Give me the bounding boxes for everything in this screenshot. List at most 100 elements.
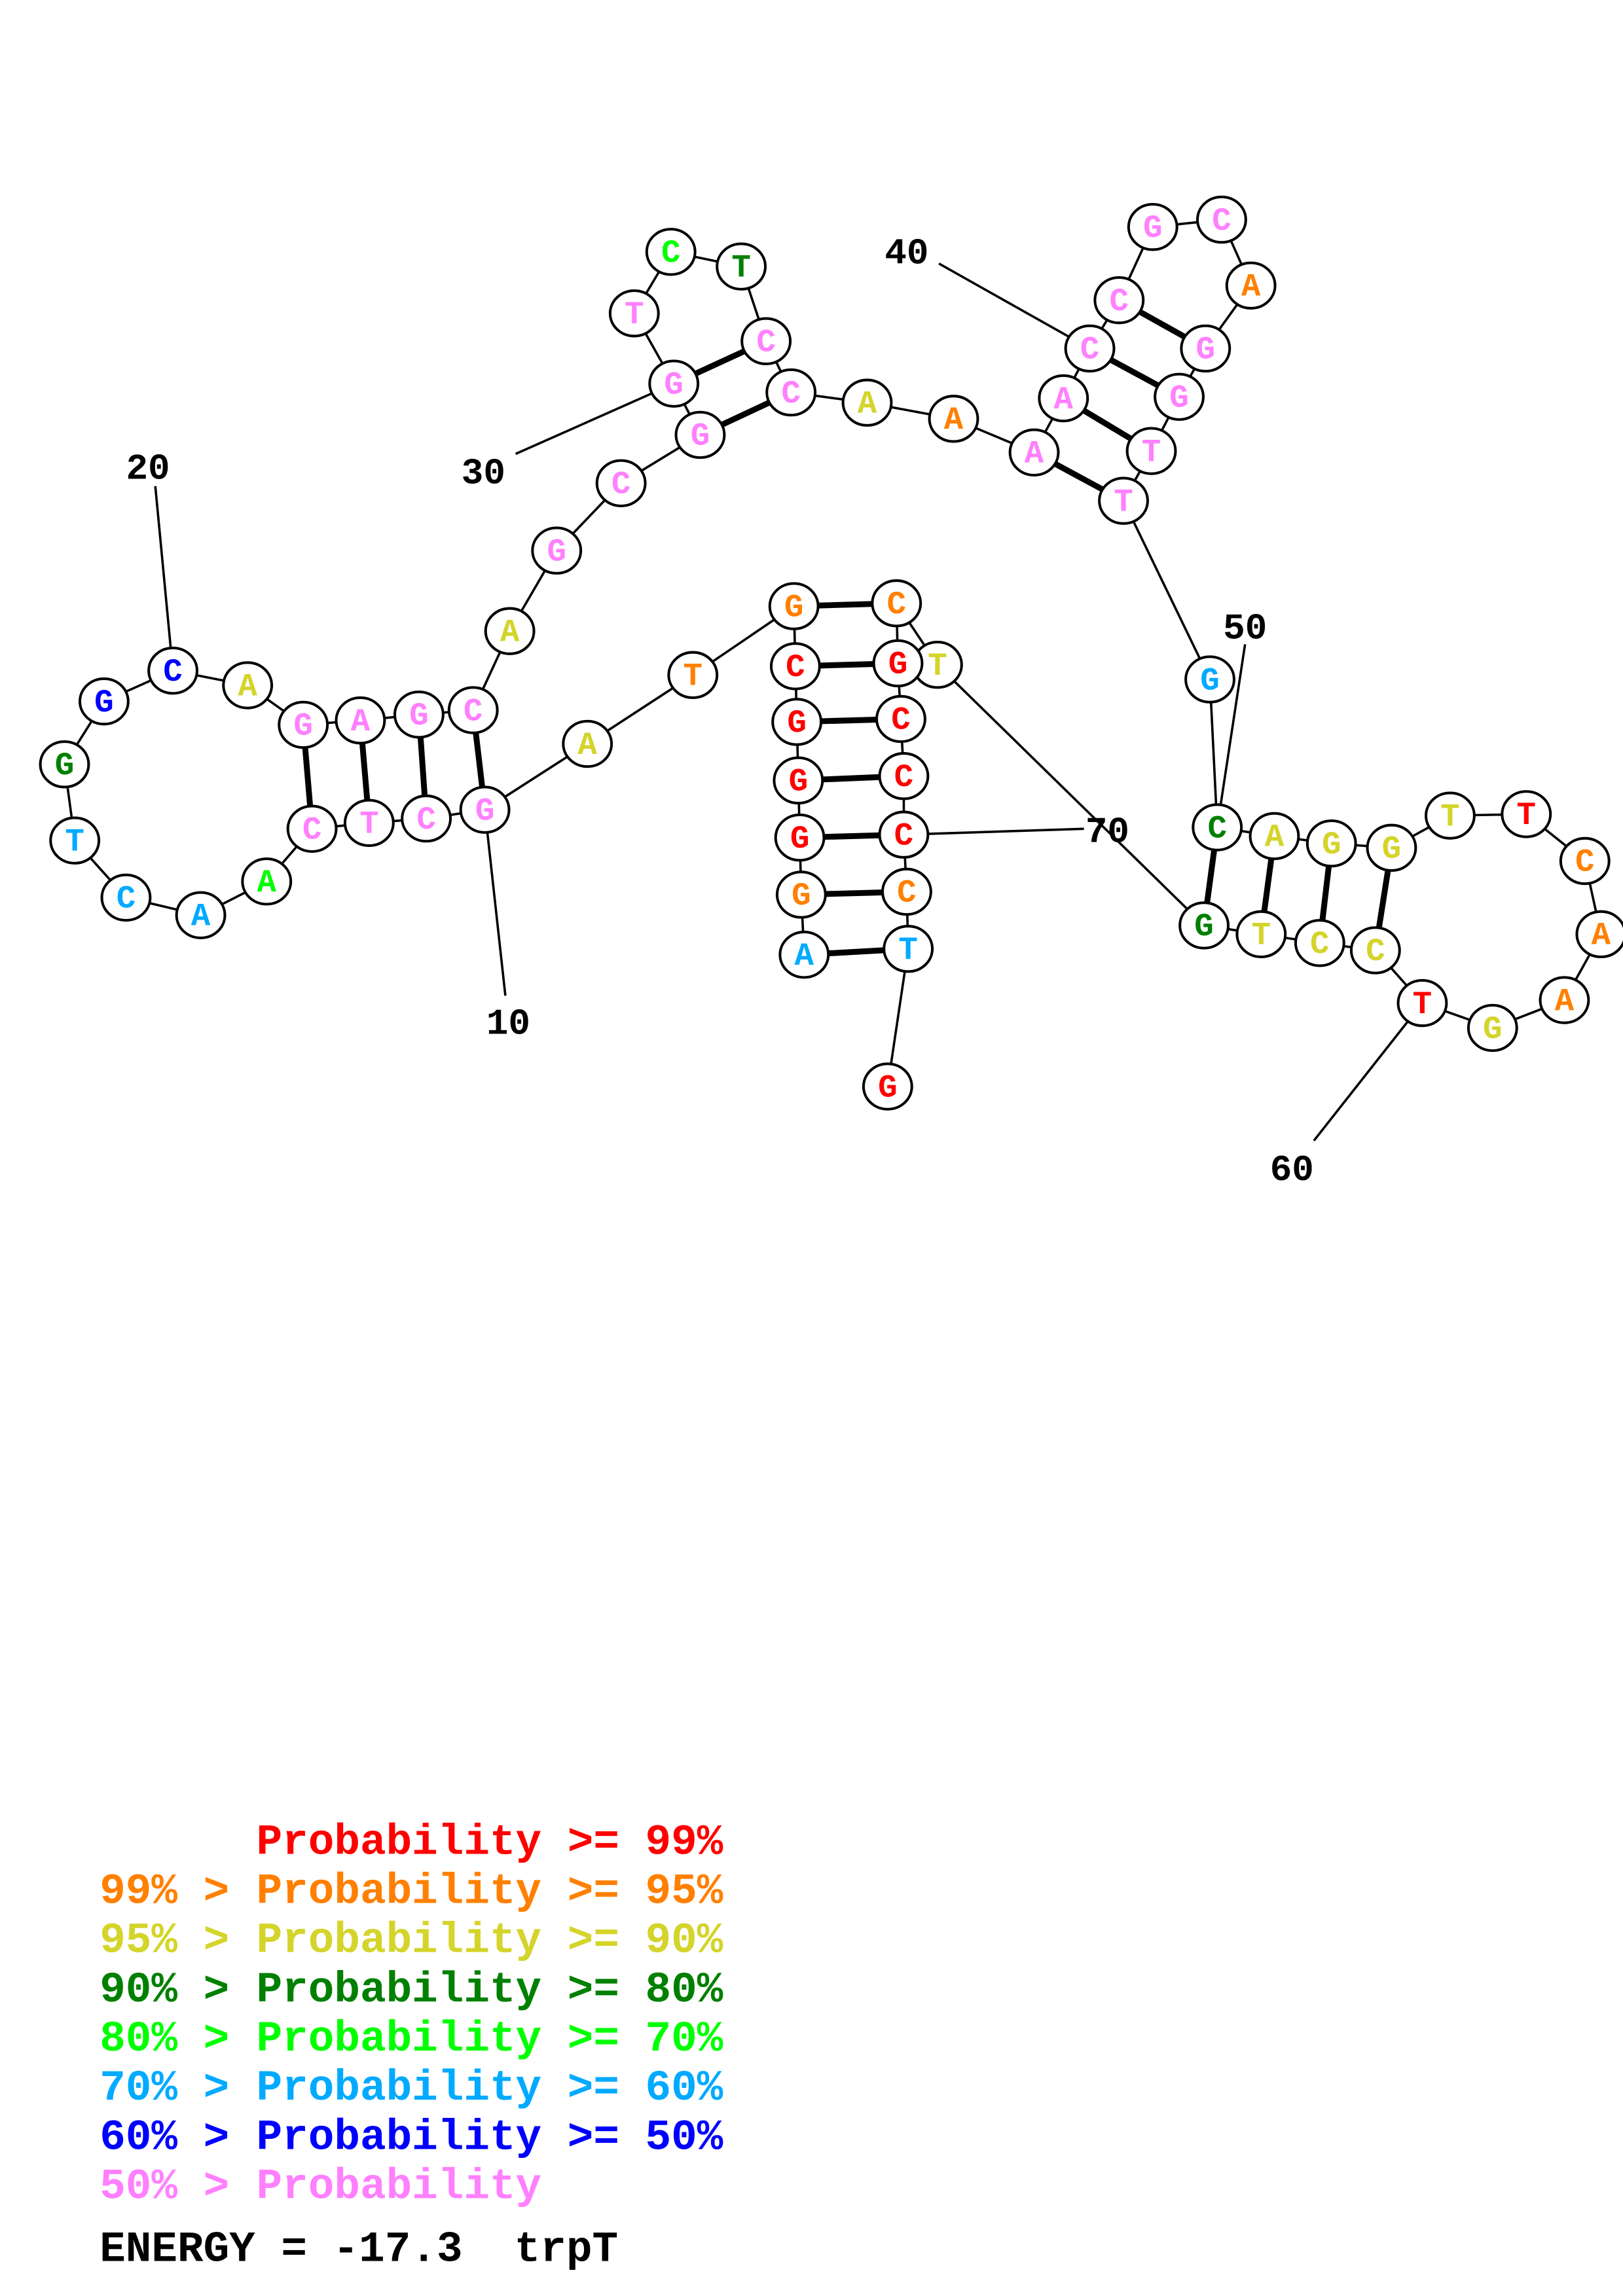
nucleotide-50: C	[1192, 803, 1243, 852]
position-label-20: 20	[126, 448, 170, 490]
nucleotide-24: G	[393, 691, 445, 739]
nucleotide-circle	[768, 582, 820, 630]
nucleotide-circle	[1196, 195, 1247, 244]
nucleotide-letter: G	[784, 589, 804, 626]
nucleotide-circle	[1559, 836, 1611, 886]
nucleotide-circle	[1425, 791, 1476, 840]
nucleotide-letter: G	[1196, 332, 1216, 368]
nucleotide-letter: C	[416, 802, 436, 838]
legend-prefix: 50% >	[100, 2162, 229, 2212]
position-label-60: 60	[1270, 1149, 1314, 1191]
nucleotide-circle	[1366, 823, 1417, 872]
nucleotide-60: T	[1396, 978, 1448, 1028]
nucleotide-1: A	[778, 930, 830, 979]
nucleotide-11: C	[401, 794, 452, 843]
nucleotide-letter: G	[409, 698, 429, 734]
nucleotide-circle	[716, 242, 767, 291]
legend-prefix: 70% >	[100, 2064, 229, 2113]
nucleotide-letter: C	[1366, 933, 1385, 970]
nucleotide-letter: A	[1592, 918, 1611, 954]
nucleotide-letter: G	[691, 418, 710, 455]
nucleotide-letter: C	[1310, 926, 1330, 963]
nucleotide-circle	[1064, 324, 1116, 373]
nucleotide-letter: G	[1194, 908, 1214, 945]
nucleotide-circle	[286, 804, 338, 853]
nucleotide-67: G	[872, 639, 924, 688]
backbone-segment	[936, 664, 1205, 927]
nucleotide-58: A	[1539, 976, 1590, 1024]
nucleotide-letter: A	[1555, 983, 1575, 1020]
nucleotide-circle	[862, 1062, 913, 1111]
nucleotide-71: C	[881, 867, 932, 916]
nucleotide-circle	[222, 661, 274, 709]
nucleotide-circle	[1575, 910, 1623, 959]
legend-text: Probability >= 99%	[257, 1818, 723, 1867]
nucleotide-12: T	[343, 798, 395, 848]
position-label-line	[903, 827, 1084, 836]
nucleotide-circle	[100, 873, 152, 922]
legend-row-p60: 70% >Probability >= 60%	[100, 2064, 723, 2113]
nucleotide-circle	[1349, 926, 1401, 975]
nucleotide-2: G	[775, 870, 827, 919]
nucleotide-circle	[401, 794, 452, 843]
nucleotide-32: C	[645, 228, 697, 276]
nucleotide-57: A	[1575, 910, 1623, 959]
legend-row-p50: 60% >Probability >= 50%	[100, 2113, 723, 2162]
nucleotide-circle	[484, 607, 536, 655]
nucleotide-circle	[674, 410, 726, 459]
nucleotide-letter: C	[786, 649, 805, 686]
nucleotide-circle	[765, 368, 817, 417]
nucleotide-letter: G	[878, 1069, 898, 1106]
legend-row-p70: 80% >Probability >= 70%	[100, 2015, 723, 2064]
nucleotide-41: C	[1093, 276, 1145, 325]
nucleotide-circle	[1294, 919, 1345, 967]
nucleotide-circle	[740, 317, 792, 365]
nucleotide-31: T	[608, 289, 660, 338]
nucleotide-circle	[928, 395, 979, 443]
nucleotide-64: G	[1178, 901, 1230, 950]
nucleotide-letter: C	[117, 881, 136, 918]
nucleotide-66: C	[871, 579, 922, 628]
nucleotide-40: C	[1064, 324, 1116, 373]
nucleotide-17: T	[49, 816, 101, 865]
nucleotide-18: G	[39, 740, 90, 789]
nucleotide-circle	[881, 867, 932, 916]
nucleotide-circle	[1467, 1003, 1518, 1052]
nucleotide-44: A	[1225, 261, 1277, 310]
legend-row-plow: 50% >Probability	[100, 2162, 541, 2212]
position-label-40: 40	[884, 233, 928, 275]
nucleotide-letter: A	[1241, 269, 1261, 306]
nucleotide-letter: T	[1114, 484, 1133, 520]
nucleotide-62: C	[1294, 919, 1345, 967]
nucleotide-letter: T	[1517, 797, 1537, 834]
nucleotide-circle	[1501, 790, 1552, 838]
nucleotide-52: G	[1305, 819, 1357, 868]
nucleotide-29: G	[674, 410, 726, 459]
nucleotide-circle	[1008, 428, 1060, 476]
nucleotide-circle	[872, 639, 924, 688]
nucleotide-4: G	[773, 756, 824, 805]
nucleotide-letter: C	[886, 586, 906, 623]
nucleotide-letter: G	[293, 708, 313, 745]
nucleotide-letter: G	[888, 647, 908, 683]
nucleotide-circle	[875, 694, 926, 744]
legend-prefix: 99% >	[100, 1867, 229, 1916]
nucleotide-circle	[447, 686, 499, 734]
nucleotide-19: G	[78, 677, 130, 726]
nucleotide-13: C	[286, 804, 338, 853]
nucleotide-51: A	[1249, 812, 1300, 861]
position-label-line	[515, 382, 674, 456]
nucleotide-circle	[175, 891, 227, 939]
nucleotide-21: A	[222, 661, 274, 709]
legend-text: Probability >= 95%	[257, 1867, 723, 1916]
legend-prefix: 90% >	[100, 1965, 229, 2015]
nucleotide-letter: A	[944, 402, 964, 439]
nucleotide-55: T	[1501, 790, 1552, 838]
nucleotide-circle	[648, 359, 700, 408]
nucleotide-letter: G	[790, 821, 810, 857]
nucleotide-circle	[1154, 372, 1205, 421]
nucleotide-3: G	[774, 814, 826, 862]
nucleotide-letter: T	[1440, 798, 1460, 835]
